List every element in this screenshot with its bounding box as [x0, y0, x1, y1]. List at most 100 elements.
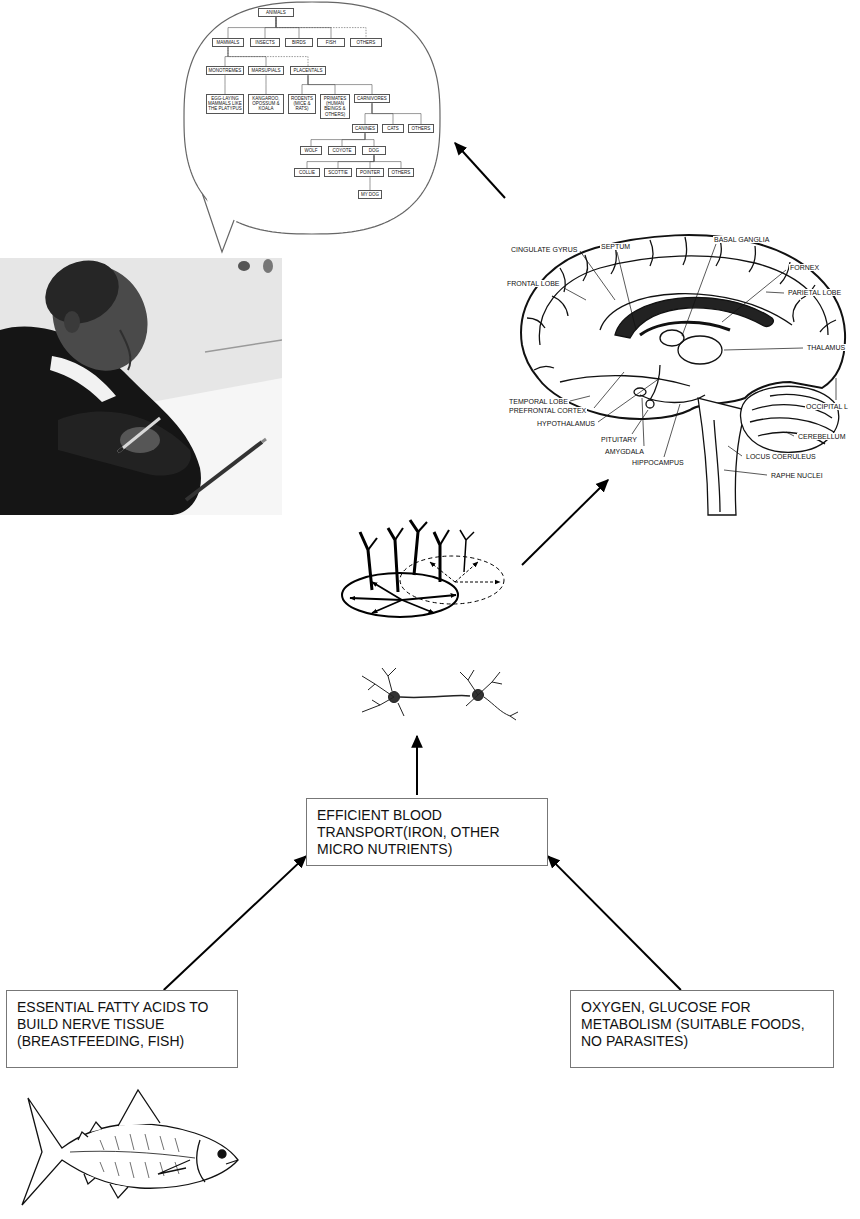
tree-line: [370, 155, 374, 168]
neural-network-sketch: [455, 582, 500, 583]
taxonomy-label: EGG-LAYING MAMMALS LIKE THE PLATYPUS: [208, 96, 242, 112]
tree-line: [228, 17, 276, 38]
taxonomy-box: RODENTS (MICE & RATS): [288, 94, 316, 114]
brain-section: [749, 246, 755, 272]
tree-line: [225, 75, 226, 94]
neural-network-sketch: [372, 582, 402, 600]
brain-section: [683, 237, 687, 265]
part-label: HYPOTHALAMUS: [536, 420, 596, 427]
boy-photo: [58, 412, 191, 476]
taxonomy-label: DOG: [364, 148, 384, 153]
brain-section: [793, 300, 800, 322]
taxonomy-box: COYOTE: [328, 146, 356, 155]
boy-photo: [35, 258, 164, 386]
tree-line: [365, 103, 372, 124]
taxonomy-label: COLLIE: [296, 170, 318, 175]
leader-line: [642, 398, 644, 446]
taxonomy-box: EGG-LAYING MAMMALS LIKE THE PLATYPUS: [206, 94, 244, 114]
leader-line: [617, 252, 636, 330]
taxonomy-box: WOLF: [300, 146, 322, 155]
part-label: PITUITARY: [600, 436, 638, 443]
taxonomy-label: CANINES: [354, 126, 376, 131]
neuron-sketch: [468, 670, 474, 680]
fish-drawing: [100, 1162, 179, 1178]
flow-arrow: [522, 480, 608, 565]
taxonomy-label: ANIMALS: [260, 10, 292, 15]
brain-section: [650, 365, 660, 400]
taxonomy-box: COLLIE: [294, 168, 320, 177]
tree-line: [266, 75, 267, 94]
boy-photo: [238, 261, 250, 271]
taxonomy-label: OTHERS: [390, 170, 412, 175]
taxonomy-box: ANIMALS: [258, 8, 294, 17]
taxonomy-label: RODENTS (MICE & RATS): [290, 96, 314, 112]
taxonomy-box: KANGAROO, OPOSSUM & KOALA: [248, 94, 284, 114]
leader-line: [570, 396, 590, 401]
boy-photo: [118, 418, 160, 452]
part-label: TEMPORAL LOBE: [508, 398, 569, 405]
fish-drawing: [226, 1160, 238, 1164]
tree-line: [307, 155, 374, 168]
tree-line: [374, 155, 401, 168]
boy-photo: [35, 258, 129, 335]
neural-network-sketch: [342, 520, 504, 617]
part-label: HIPPOCAMPUS: [631, 459, 685, 466]
tree-line: [370, 177, 371, 190]
box-text: ESSENTIAL FATTY ACIDS TO BUILD NERVE TIS…: [17, 999, 227, 1049]
neuron-sketch: [478, 672, 500, 695]
fish-drawing: [84, 1174, 95, 1184]
taxonomy-label: POINTER: [358, 170, 382, 175]
taxonomy-label: CARNIVORES: [356, 96, 388, 101]
taxonomy-box: MARSUPIALS: [248, 66, 284, 75]
neural-network-sketch: [372, 600, 402, 613]
brain-section: [820, 320, 836, 332]
fish-drawing: [110, 1184, 128, 1198]
tree-line: [311, 133, 365, 146]
neural-network-sketch: [360, 532, 372, 590]
taxonomy-box: OTHERS: [350, 38, 382, 47]
tree-line: [372, 103, 421, 124]
leader-line: [682, 244, 716, 336]
leader-line: [564, 288, 586, 300]
taxonomy-box: SCOTTIE: [324, 168, 352, 177]
speech-bubble: [184, 2, 440, 252]
speech-bubble: [202, 194, 234, 252]
fish-drawing: [100, 1134, 179, 1152]
process-box: ESSENTIAL FATTY ACIDS TO BUILD NERVE TIS…: [6, 990, 238, 1068]
taxonomy-label: MARSUPIALS: [250, 68, 282, 73]
brain-section: [714, 420, 720, 512]
part-label: CEREBELLUM: [797, 433, 846, 440]
neuron-sketch: [484, 697, 518, 716]
speech-bubble: [184, 2, 440, 234]
taxonomy-box: BIRDS: [285, 38, 313, 47]
neuron-sketch: [492, 682, 502, 684]
part-label: CINGULATE GYRUS: [510, 246, 578, 253]
brain-section: [650, 240, 653, 266]
taxonomy-box: MAMMALS: [212, 38, 244, 47]
brain-section: [678, 336, 722, 364]
part-label: PREFRONTAL CORTEX: [508, 407, 587, 414]
taxonomy-label: MAMMALS: [214, 40, 242, 45]
flow-arrow: [416, 736, 418, 795]
leader-line: [724, 348, 803, 350]
brain-section: [741, 386, 839, 452]
taxonomy-label: INSECTS: [252, 40, 278, 45]
part-label: PARIETAL LOBE: [787, 289, 842, 296]
neuron-sketch: [362, 668, 518, 720]
leader-line: [728, 446, 742, 456]
leader-line: [564, 244, 836, 475]
fish-drawing: [197, 1140, 205, 1182]
part-label: LOCUS COERULEUS: [745, 453, 817, 460]
taxonomy-label: MONOTREMES: [208, 68, 242, 73]
neuron-sketch: [398, 703, 404, 716]
boy-photo: [263, 259, 273, 273]
leader-line: [580, 251, 615, 300]
taxonomy-label: COYOTE: [330, 148, 354, 153]
leader-line: [598, 378, 660, 422]
tree-line: [302, 75, 308, 94]
neural-network-sketch: [430, 562, 455, 582]
boy-photo: [120, 427, 160, 453]
brain-section: [527, 318, 545, 328]
flow-arrow: [455, 143, 505, 198]
tree-line: [265, 17, 276, 38]
